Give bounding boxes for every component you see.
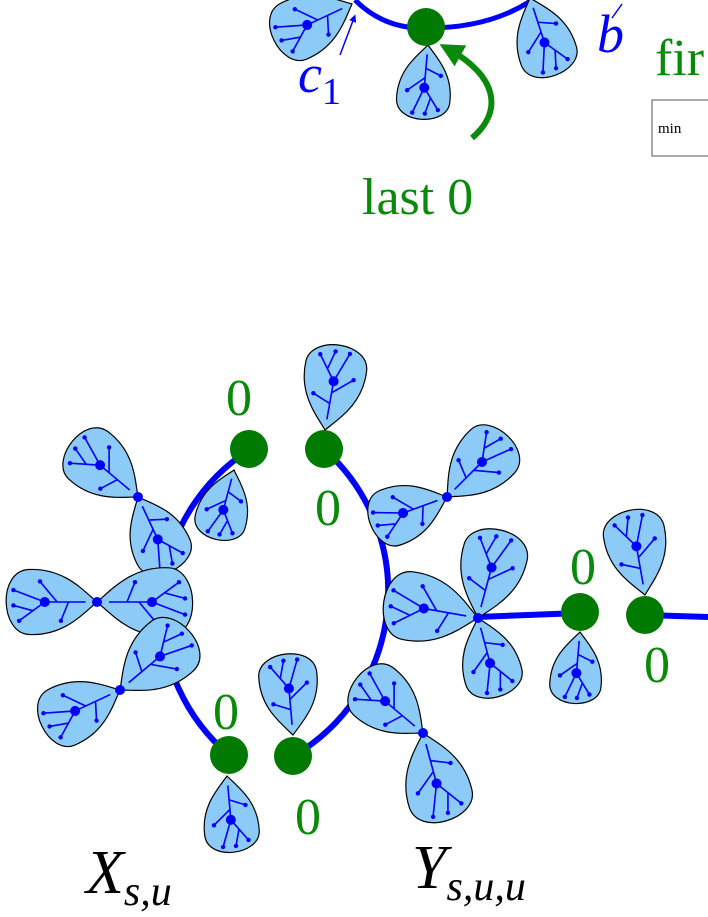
leaf-11 — [460, 528, 528, 619]
zero-label-top-right: 0 — [315, 480, 341, 537]
c1-pointer-arrow — [339, 14, 357, 56]
leaf-1 — [62, 427, 139, 498]
leaf-13 — [462, 617, 523, 699]
label-b: b — [597, 4, 624, 64]
junctions-group — [92, 492, 483, 738]
leaf-top-left-clipped — [268, 0, 353, 62]
leaf-3 — [5, 568, 98, 636]
zero-label-bottom-left: 0 — [213, 684, 239, 741]
zero-label-tail-2: 0 — [644, 637, 670, 694]
bottom-figure: 0 0 0 0 0 0 Xs,u Ys,u,u — [5, 344, 708, 915]
marked-point-tail-1 — [561, 593, 599, 631]
b-pointer-tick — [611, 3, 623, 19]
leaf-12 — [382, 571, 479, 642]
junction-point-6 — [418, 728, 428, 738]
marked-point-bottom-left — [210, 736, 248, 774]
leaf-15 — [405, 732, 473, 824]
leaf-8 — [303, 344, 368, 431]
marked-point-top-right — [305, 430, 343, 468]
top-figure: c1 b fir min last 0 — [268, 0, 708, 226]
junction-point-4 — [442, 492, 452, 502]
marked-point-top-left — [230, 430, 268, 468]
junction-point-1 — [133, 492, 143, 502]
junction-point-3 — [115, 685, 125, 695]
leaf-6 — [36, 681, 121, 748]
leaf-5 — [119, 616, 201, 692]
last-arrow — [439, 44, 495, 141]
leaves-group — [5, 344, 667, 854]
junction-point-2 — [92, 597, 102, 607]
label-first-fragment: fir — [655, 30, 704, 87]
leaf-top-down — [395, 44, 451, 120]
leaf-top-right-down — [516, 0, 578, 79]
leaf-16 — [203, 775, 260, 854]
leaf-17 — [258, 653, 318, 736]
zero-label-bottom-right: 0 — [295, 789, 321, 846]
marked-point-last — [407, 8, 445, 46]
leaf-18 — [549, 631, 602, 705]
leaf-14 — [347, 663, 424, 734]
leaf-top-down — [395, 44, 451, 120]
leaf-top-left — [268, 0, 353, 62]
marked-point-bottom-right — [274, 737, 312, 775]
leaf-9 — [446, 424, 521, 498]
leaf-7 — [194, 469, 249, 541]
marked-point-tail-2 — [626, 596, 664, 634]
label-min-fragment: min — [658, 121, 682, 137]
min-box — [651, 99, 708, 157]
label-last: last 0 — [362, 169, 473, 226]
zero-label-top-left: 0 — [226, 370, 252, 427]
leaf-19 — [602, 508, 667, 596]
label-c1: c1 — [298, 44, 341, 113]
leaf-top-right-down — [516, 0, 578, 79]
label-X: Xs,u — [83, 839, 172, 915]
label-Y: Ys,u,u — [412, 834, 526, 910]
zero-label-tail-1: 0 — [570, 539, 596, 596]
leaf-10 — [367, 484, 448, 547]
junction-point-5 — [473, 613, 483, 623]
